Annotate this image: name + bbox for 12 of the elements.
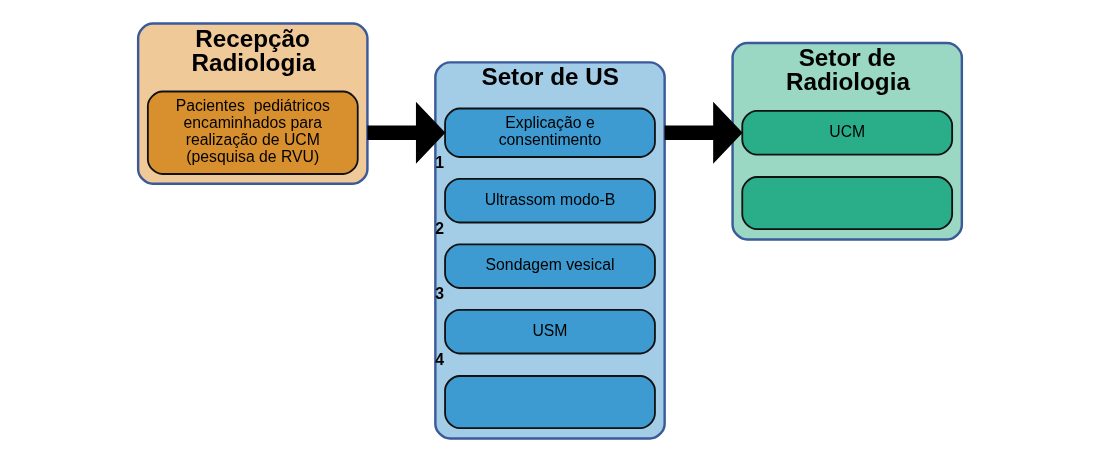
node-label: 2 xyxy=(435,219,445,237)
node-label: 3 xyxy=(435,284,445,302)
node-box: Sondagem vesical xyxy=(444,242,656,289)
node-box: Pacientes pediátricos encaminhados para realização de UCM (pesquisa de RVU) xyxy=(146,90,359,175)
node-label: 4 xyxy=(435,350,445,368)
node-label: 1 xyxy=(435,153,445,171)
node-box xyxy=(444,374,656,429)
node-box: Ultrassom modo-B xyxy=(444,177,656,223)
node-box: Explicação e consentimento xyxy=(444,107,656,158)
node-box xyxy=(741,175,954,230)
node-box: USM xyxy=(444,308,656,354)
node-box: UCM xyxy=(741,109,954,155)
